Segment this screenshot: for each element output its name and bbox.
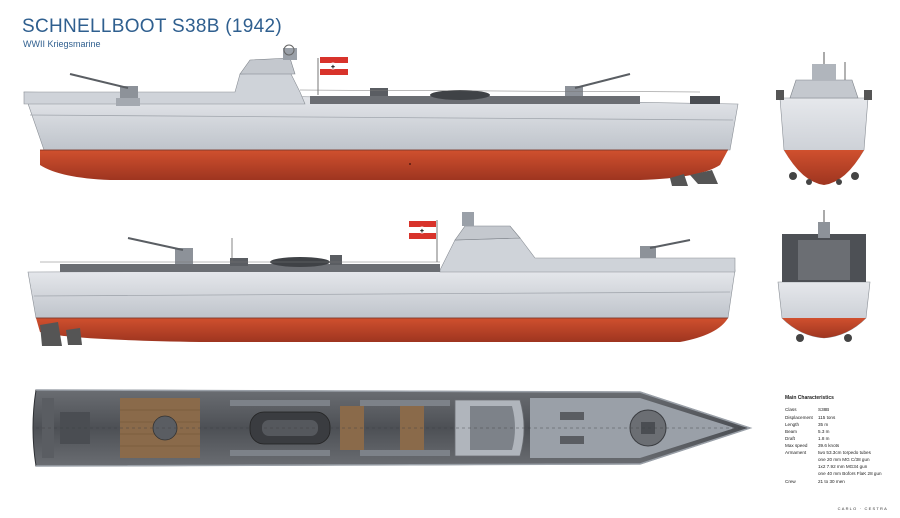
spec-value: S38B (818, 407, 830, 413)
deck-plan-view (32, 389, 753, 467)
spec-value: 21 to 30 men (818, 478, 845, 484)
spec-row: Class S38B (785, 407, 895, 413)
spec-row: Max speed 39.6 knots (785, 443, 895, 449)
starboard-profile-view: ✚ (23, 44, 846, 186)
specifications-panel: Main Characteristics Class S38B Displaceme… (785, 395, 895, 486)
spec-value: 5.3 m (818, 429, 830, 435)
spec-key (785, 464, 818, 470)
spec-value: 39.6 knots (818, 443, 840, 449)
spec-value: one 20 mm MG C/38 gun (818, 456, 870, 462)
spec-row: Draft 1.8 m (785, 436, 895, 442)
svg-text:✚: ✚ (420, 229, 424, 235)
spec-key: Displacement (785, 415, 813, 421)
spec-value: 115 tons (818, 415, 836, 421)
spec-row: one 40 mm Bofors FlaK 28 gun (785, 471, 895, 477)
spec-value: 35 m (818, 422, 829, 428)
artist-signature: CARLO · CESTRA (837, 506, 888, 511)
spec-key: Max speed (785, 443, 808, 449)
specs-header: Main Characteristics (785, 395, 834, 401)
spec-value: one 40 mm Bofors FlaK 28 gun (818, 470, 882, 476)
spec-key: Draft (785, 436, 795, 442)
spec-key: Armament (785, 449, 807, 455)
page-subtitle: WWII Kriegsmarine (23, 39, 101, 49)
port-profile-view: ✚ (27, 212, 736, 346)
spec-row: 1x2 7.92 mm MG34 gun (785, 464, 895, 470)
spec-value: 1.8 m (818, 436, 830, 442)
spec-key: Class (785, 407, 797, 413)
spec-row: Crew 21 to 30 men (785, 479, 895, 485)
spec-row: Displacement 115 tons (785, 415, 895, 421)
spec-value: two 53.3cm torpedo tubes (818, 449, 871, 455)
spec-row: one 20 mm MG C/38 gun (785, 457, 895, 463)
spec-row: Armament two 53.3cm torpedo tubes (785, 450, 895, 456)
svg-text:✚: ✚ (331, 65, 335, 71)
spec-value: 1x2 7.92 mm MG34 gun (818, 463, 868, 469)
spec-key: Length (785, 422, 800, 428)
spec-row: Length 35 m (785, 422, 895, 428)
spec-key (785, 471, 818, 477)
bow-view (776, 52, 872, 185)
spec-row: Beam 5.3 m (785, 429, 895, 435)
stern-view (777, 210, 871, 342)
page-title: SCHNELLBOOT S38B (1942) (22, 16, 282, 37)
spec-key (785, 457, 818, 463)
spec-key: Crew (785, 478, 796, 484)
spec-key: Beam (785, 429, 798, 435)
